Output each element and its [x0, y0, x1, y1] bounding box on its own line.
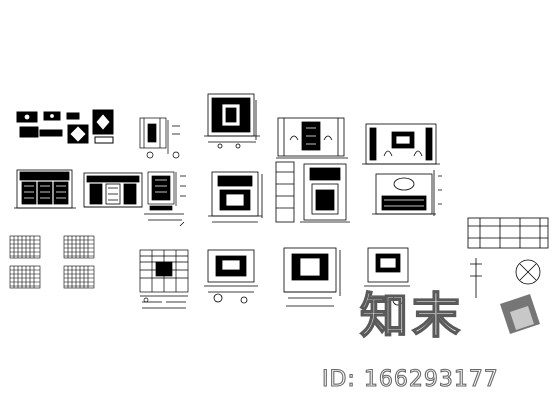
tile-grid-1 [9, 235, 41, 289]
elevation-panel-a [144, 171, 186, 227]
elevation-left-2 [83, 172, 143, 208]
elevation-cabinet-b [283, 247, 341, 307]
elevation-living-room [362, 123, 440, 165]
section-far-right [467, 217, 549, 298]
watermark-id-text: ID: 166293177 [321, 367, 499, 392]
elevation-left-1 [14, 169, 76, 209]
elevation-tv-wall [364, 247, 410, 306]
elevation-tall-center [204, 93, 260, 149]
watermark-logo-text: 知末 [359, 288, 465, 344]
tile-grid-2 [63, 235, 95, 289]
elevation-fireplace-a [208, 171, 263, 223]
elevation-panel-b [139, 249, 189, 309]
watermark-logo-mark [500, 294, 540, 334]
detail-blocks-top-left [16, 109, 114, 144]
elevation-fireplace-b [275, 161, 350, 223]
elevation-sofa-wall [372, 170, 442, 216]
elevation-cabinet-a [204, 249, 258, 304]
section-detail-a [139, 117, 180, 159]
elevation-mirror-wall [276, 117, 348, 159]
